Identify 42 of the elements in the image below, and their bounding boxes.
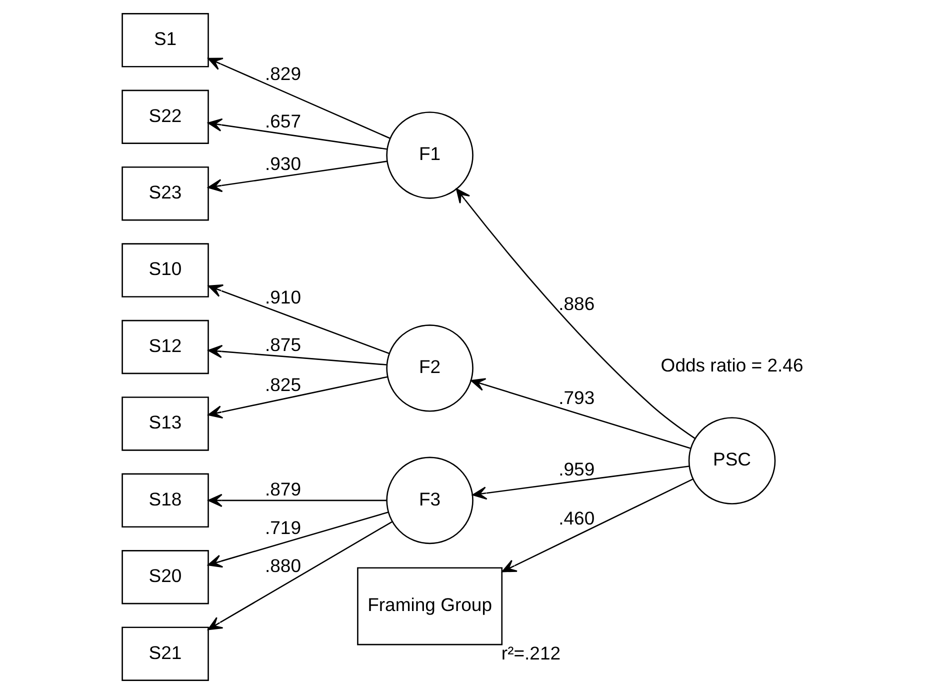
node-box: S20 xyxy=(122,550,209,604)
node-box: S12 xyxy=(122,320,209,374)
edge-label: .460 xyxy=(558,508,595,528)
edge-label: .879 xyxy=(264,478,301,500)
node-circle: PSC xyxy=(688,417,776,504)
node-box: S18 xyxy=(122,473,209,528)
arrow xyxy=(502,478,694,572)
edge-label: .880 xyxy=(264,555,301,576)
arrow xyxy=(208,118,388,150)
edge-label: .959 xyxy=(558,458,595,480)
arrow xyxy=(456,188,696,439)
node-box: S1 xyxy=(122,13,209,68)
edge-label: .930 xyxy=(264,153,301,174)
node-label: r²=.212 xyxy=(501,642,561,664)
edge-label: .875 xyxy=(264,334,301,356)
node-box: S23 xyxy=(122,166,209,221)
arrow xyxy=(208,494,386,508)
edge-label: .793 xyxy=(558,387,595,408)
node-circle: F2 xyxy=(386,324,474,412)
edge-label: .886 xyxy=(558,293,595,314)
arrow xyxy=(470,378,690,449)
node-box: S10 xyxy=(122,243,209,298)
node-circle: F1 xyxy=(386,112,474,199)
node-circle: F3 xyxy=(386,456,474,544)
arrow xyxy=(472,466,690,500)
node-box: S21 xyxy=(122,626,209,681)
label: Odds ratio = 2.46 xyxy=(660,354,804,376)
edge-label: .719 xyxy=(264,516,301,538)
arrow xyxy=(208,376,388,419)
edge-label: .910 xyxy=(264,286,301,308)
arrow xyxy=(208,512,388,568)
edge-label: .825 xyxy=(264,374,301,395)
arrow xyxy=(208,521,392,630)
arrow xyxy=(208,58,390,139)
arrow xyxy=(208,284,390,354)
arrow xyxy=(208,344,386,366)
edge-label: .829 xyxy=(264,63,301,84)
arrow xyxy=(208,160,388,192)
node-box: S22 xyxy=(122,90,209,144)
node-box: S13 xyxy=(122,396,209,451)
node-box: Framing Group xyxy=(357,567,503,646)
edge-label: .657 xyxy=(264,110,301,132)
